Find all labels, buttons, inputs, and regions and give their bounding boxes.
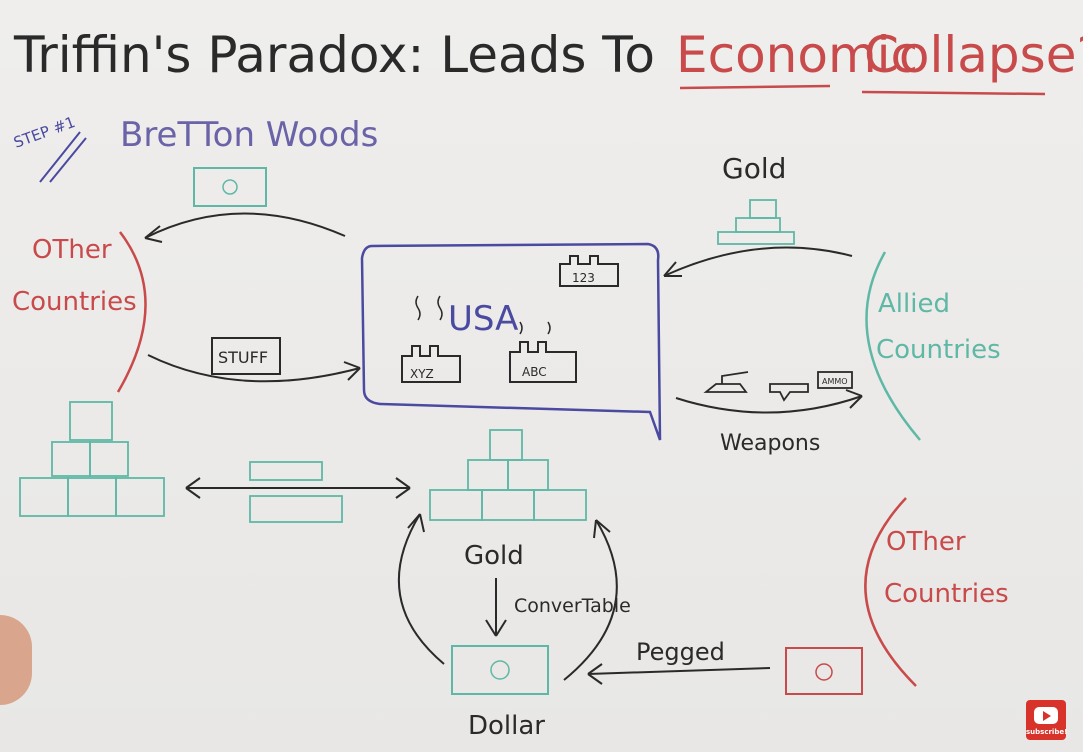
pegged-label: Pegged — [636, 638, 725, 666]
other-countries-left-bracket — [116, 231, 147, 393]
gold-bars-top-icon — [717, 199, 795, 245]
arrow-weapons-to-allies — [675, 395, 863, 414]
arrowhead-icon — [593, 519, 611, 539]
arrow-dollar-to-gold-left — [397, 513, 445, 665]
title-underline-economic — [679, 84, 831, 90]
gold-top-label: Gold — [722, 152, 786, 185]
tank-icon — [703, 371, 749, 393]
title-underline-collapse — [861, 90, 1046, 96]
stuff-label: STUFF — [218, 348, 268, 367]
presenter-hand — [0, 615, 32, 705]
arrow-gold-to-usa — [663, 246, 853, 277]
arrow-dollar-to-gold-right — [563, 519, 618, 681]
other-countries-left-line2: Countries — [12, 287, 137, 317]
other-countries-right-line2: Countries — [884, 579, 1009, 609]
other-countries-right-bracket — [864, 497, 917, 687]
dollar-seal-icon — [490, 660, 510, 680]
youtube-subscribe-button[interactable]: subscribe! — [1026, 700, 1068, 740]
dollar-seal-icon — [222, 179, 238, 195]
subtitle: BreTTon Woods — [120, 115, 378, 155]
arrow-dollars-to-other-countries — [144, 212, 346, 239]
factory-icon-xyz — [401, 345, 461, 383]
ammo-label: AMMO — [822, 377, 848, 386]
stuff-box — [211, 337, 281, 375]
step-slashes — [39, 131, 87, 183]
gold-pile-icon — [429, 429, 587, 521]
arrowhead-icon — [663, 261, 682, 277]
factory-label-xyz: XYZ — [410, 367, 434, 381]
factory-icon-123 — [559, 255, 619, 287]
arrowhead-icon — [144, 225, 163, 243]
factory-label-123: 123 — [572, 271, 595, 285]
ammo-icon — [817, 371, 853, 389]
arrowhead-icon — [185, 477, 411, 499]
dollar-bill-top — [193, 167, 267, 207]
allied-countries-bracket — [865, 251, 921, 441]
arrowhead-icon — [845, 389, 863, 409]
title-part-3: Collapse? — [864, 26, 1083, 84]
gold-bottom-label: Gold — [464, 541, 524, 571]
allied-countries-line2: Countries — [876, 335, 1001, 365]
foreign-currency-bill — [785, 647, 863, 695]
youtube-play-icon — [1034, 707, 1058, 724]
arrowhead-icon — [343, 361, 361, 381]
dollar-pyramid-icon — [19, 401, 165, 517]
factory-label-abc: ABC — [522, 365, 547, 379]
currency-seal-icon — [815, 663, 833, 681]
allied-countries-line1: Allied — [878, 289, 950, 319]
dollar-label: Dollar — [468, 711, 545, 741]
dollar-bill — [451, 645, 549, 695]
usa-label: USA — [448, 299, 518, 339]
other-countries-left-line1: OTher — [32, 235, 112, 265]
title-part-1: Triffin's Paradox: Leads To — [13, 26, 655, 84]
smoke-icon — [415, 295, 551, 335]
subscribe-label: subscribe! — [1026, 728, 1068, 736]
usa-box — [360, 242, 662, 441]
arrowhead-icon — [485, 619, 507, 637]
weapons-label: Weapons — [720, 431, 820, 456]
arrow-pegged — [587, 667, 771, 675]
other-countries-right-line1: OTher — [886, 527, 966, 557]
arrow-stuff-to-usa — [147, 354, 361, 383]
convertable-label: ConverTable — [514, 595, 631, 617]
rifle-icon — [769, 383, 809, 402]
title-part-2: Economic — [676, 26, 918, 84]
arrowhead-icon — [587, 663, 603, 685]
factory-icon-abc — [509, 341, 577, 383]
arrowhead-icon — [407, 513, 425, 533]
gold-dollar-stack-icon — [249, 461, 343, 523]
